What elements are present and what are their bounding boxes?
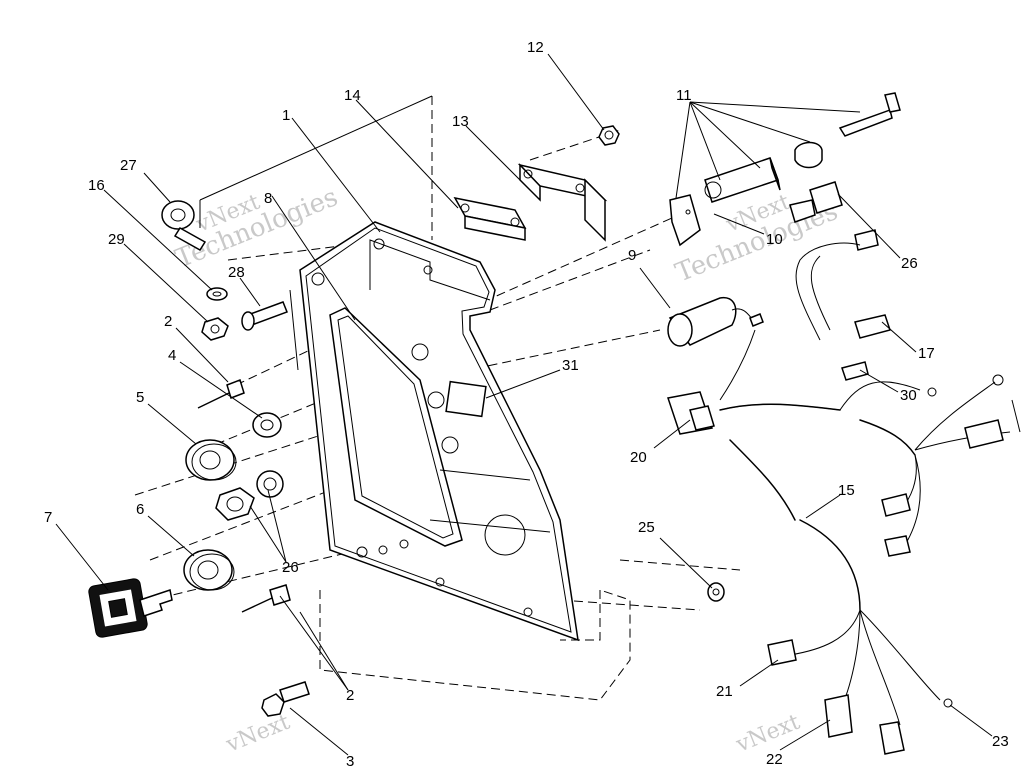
callout-28: 28 — [228, 264, 245, 281]
callout-14: 14 — [344, 87, 361, 104]
callout-22: 22 — [766, 751, 783, 768]
connector-22 — [824, 694, 905, 755]
callout-2-lower: 2 — [346, 687, 354, 704]
callout-8: 8 — [264, 190, 272, 207]
nut-and-washer-26 — [215, 470, 284, 521]
callout-23: 23 — [992, 733, 1009, 750]
callout-13: 13 — [452, 113, 469, 130]
callout-17: 17 — [918, 345, 935, 362]
callout-labels: 1 14 13 12 11 27 16 8 29 28 2 4 5 6 7 9 … — [44, 39, 1009, 768]
bracket-13 — [517, 163, 608, 242]
decal-label — [445, 380, 487, 418]
washer-16 — [206, 287, 228, 301]
callout-11: 11 — [676, 87, 692, 104]
nut-29 — [201, 317, 229, 341]
pin-2-upper — [197, 379, 245, 409]
sensor-9 — [667, 296, 764, 347]
washer-25 — [707, 582, 725, 602]
bolt-28 — [241, 301, 288, 331]
callout-21: 21 — [716, 683, 733, 700]
ring-nut-5 — [185, 439, 237, 481]
eye-bolt-27 — [161, 200, 207, 252]
callout-26-left: 26 — [282, 559, 299, 576]
callout-3: 3 — [346, 753, 354, 768]
callout-30: 30 — [900, 387, 917, 404]
connector-30 — [841, 361, 869, 381]
callout-31: 31 — [562, 357, 579, 374]
callout-27: 27 — [120, 157, 137, 174]
callout-20: 20 — [630, 449, 647, 466]
ring-nut-6 — [183, 549, 235, 591]
callout-10: 10 — [766, 231, 783, 248]
bolt-3 — [261, 681, 310, 717]
callout-12: 12 — [527, 39, 544, 56]
callout-6: 6 — [136, 501, 144, 518]
bracket-14 — [453, 196, 527, 241]
pin-2-lower — [241, 584, 291, 613]
nut-12 — [598, 125, 620, 146]
watermark-bottom-left: vNext — [222, 710, 294, 758]
connector-21 — [767, 639, 797, 666]
wiring-harness-15 — [719, 242, 1011, 726]
callout-16: 16 — [88, 177, 105, 194]
callout-29: 29 — [108, 231, 125, 248]
callout-15: 15 — [838, 482, 855, 499]
callout-9: 9 — [628, 247, 636, 264]
leader-lines — [55, 53, 1021, 756]
callout-4: 4 — [168, 347, 176, 364]
dash-panel — [299, 221, 579, 642]
callout-25: 25 — [638, 519, 655, 536]
connector-17 — [854, 314, 891, 339]
callout-5: 5 — [136, 389, 144, 406]
watermark-text: vNext — [222, 710, 294, 758]
callout-7: 7 — [44, 509, 52, 526]
callout-2-upper: 2 — [164, 313, 172, 330]
lockwasher-4 — [252, 412, 282, 438]
key-7 — [88, 578, 173, 638]
switch-assembly-11 — [669, 92, 901, 247]
toggle-switch-26 — [789, 181, 879, 251]
connector-20 — [667, 391, 715, 435]
connector-right — [881, 374, 1004, 708]
callout-26-right: 26 — [901, 255, 918, 272]
callout-1: 1 — [282, 107, 290, 124]
lower-frame-outline — [319, 589, 631, 701]
